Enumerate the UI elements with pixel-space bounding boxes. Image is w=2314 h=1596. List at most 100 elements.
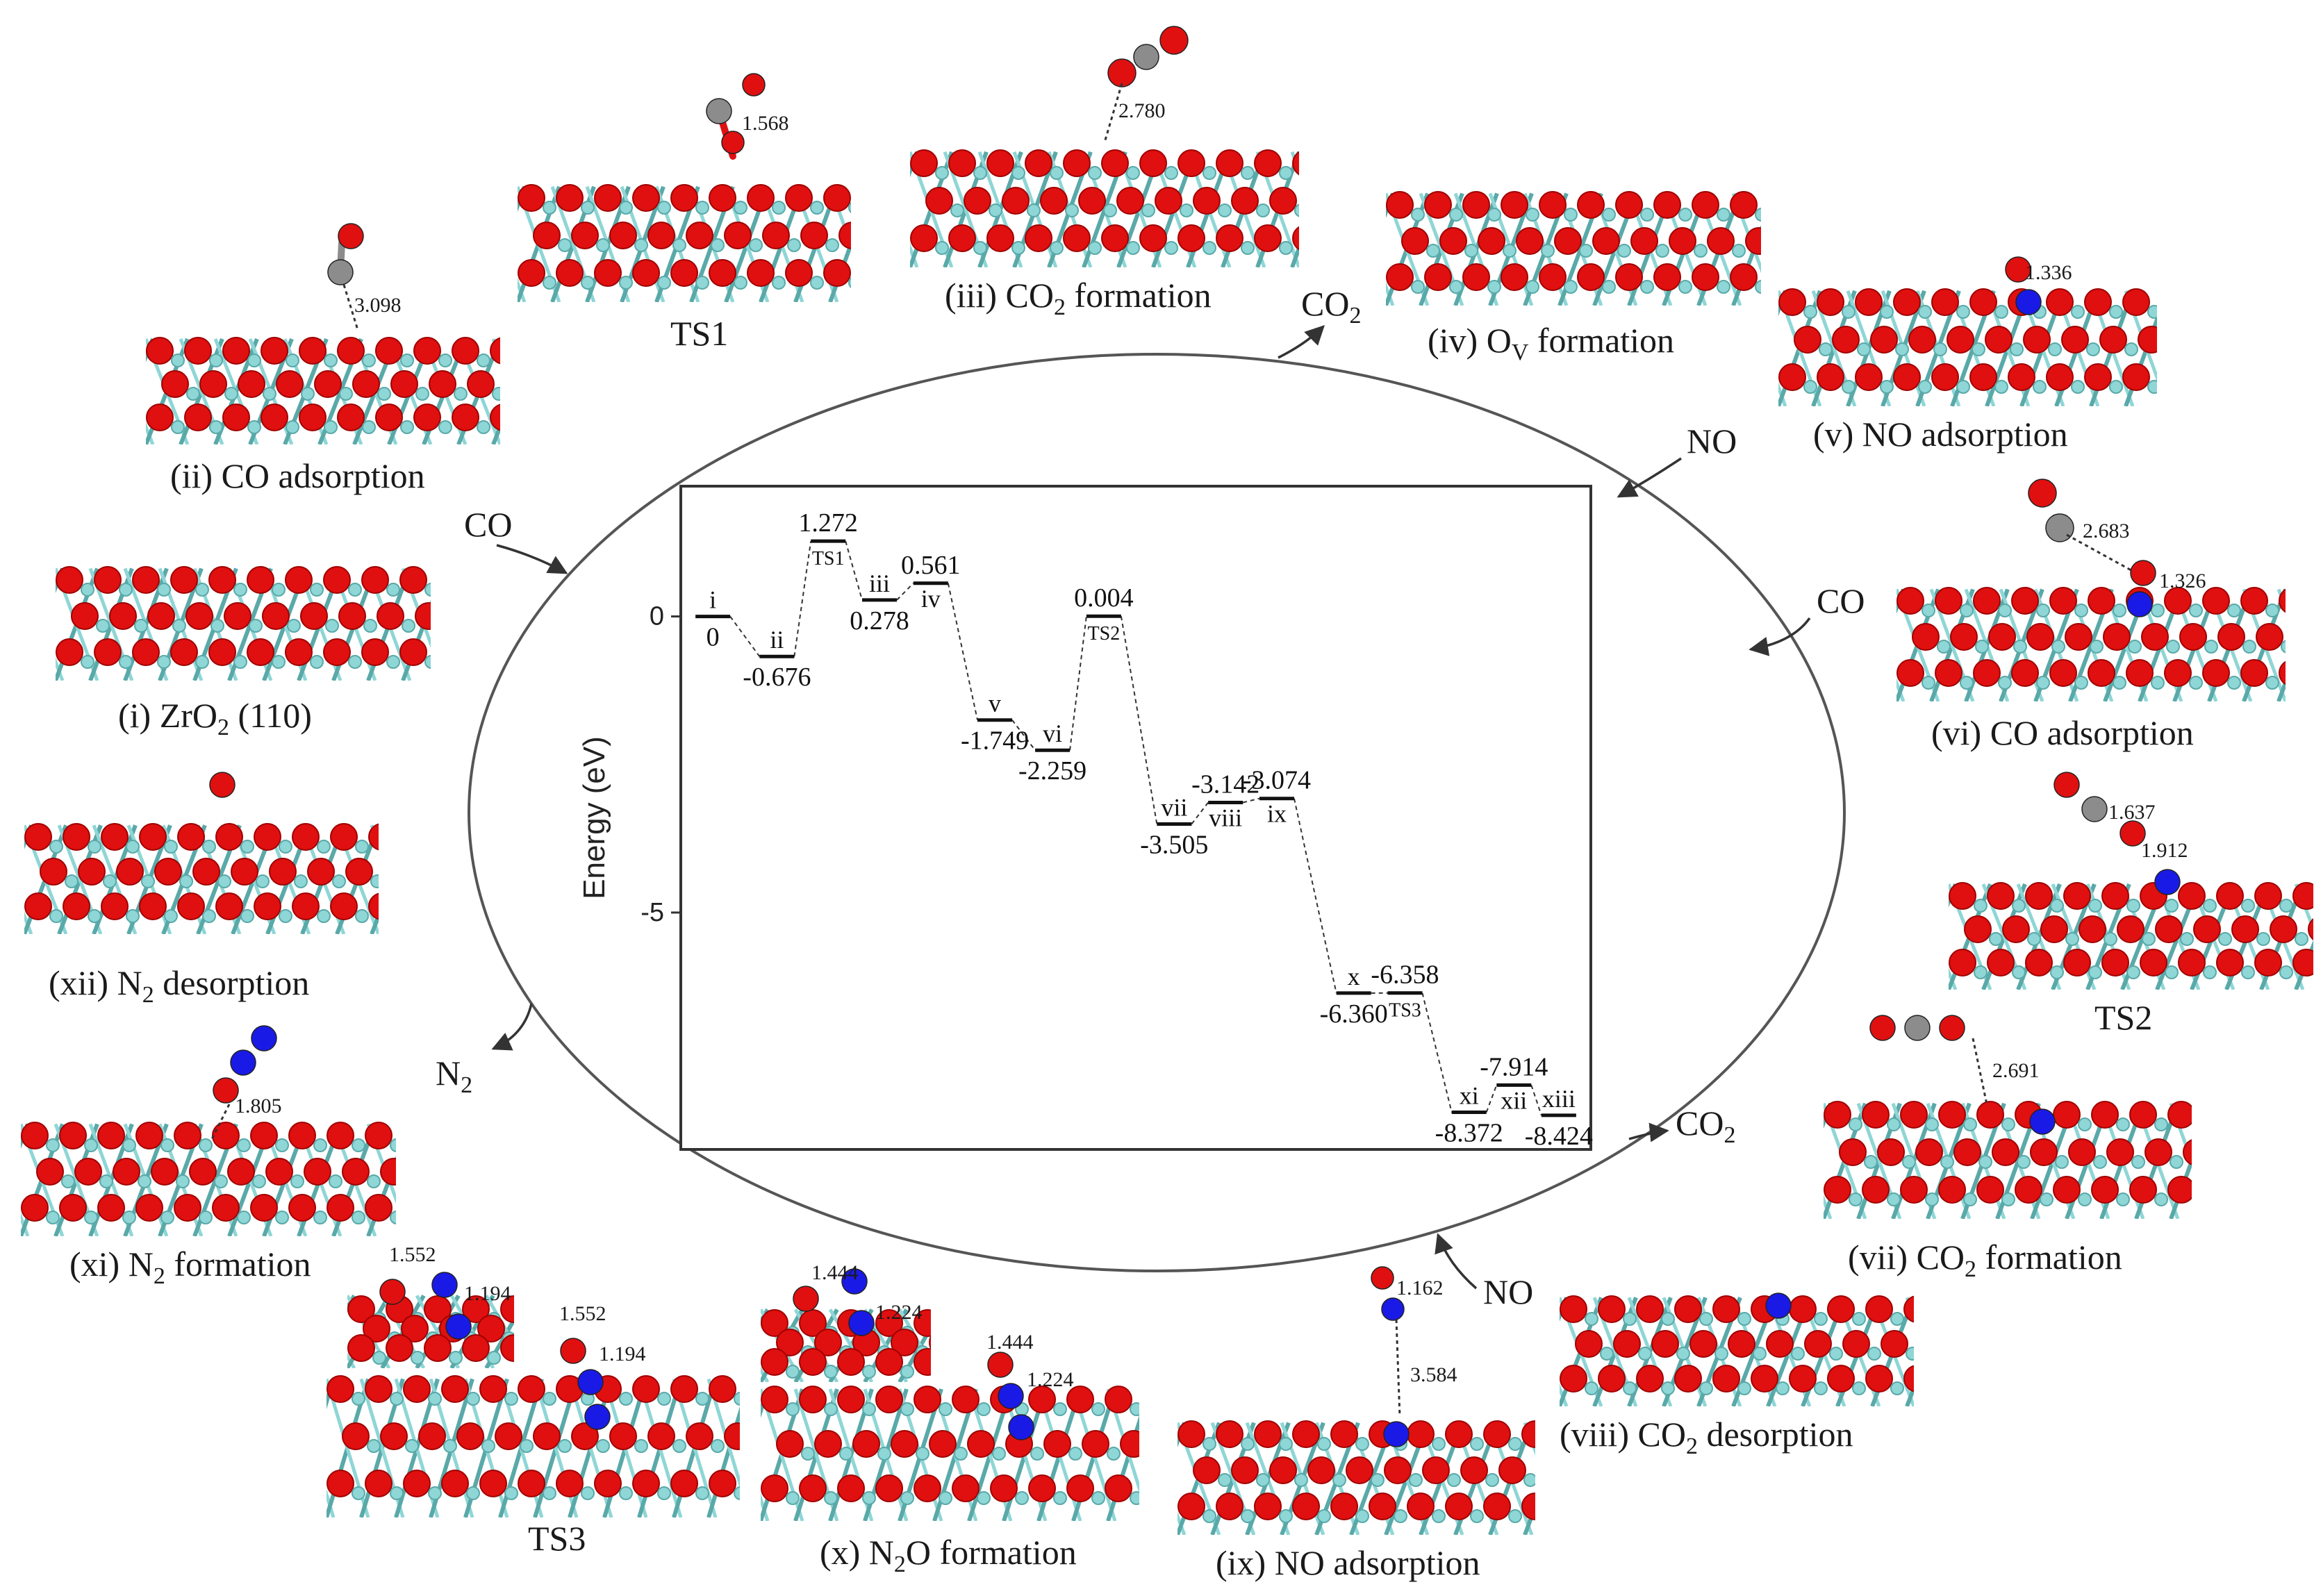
- adsorbate-molecule: [2028, 479, 2057, 508]
- energy-value-label: -3.074: [1243, 766, 1311, 795]
- flow-arrow: [1435, 1233, 1478, 1290]
- y-axis-label: Energy (eV): [577, 736, 611, 899]
- slab-structures: [21, 26, 2313, 1535]
- zro2-slab-structure: [518, 184, 851, 302]
- energy-value-label: -1.749: [961, 726, 1029, 756]
- flow-arrow: [1278, 325, 1325, 359]
- adsorbate-molecule: [2005, 256, 2031, 283]
- adsorbate-molecule: [1904, 1015, 1931, 1041]
- connector-line: [1120, 616, 1158, 824]
- flow-arrow: [496, 544, 568, 574]
- adsorbate-molecule: [706, 98, 732, 124]
- state-label: v: [989, 690, 1001, 717]
- adsorbate-molecule: [2081, 796, 2108, 822]
- adsorbate-molecule: [2130, 560, 2156, 586]
- adsorbate-molecule: [560, 1338, 586, 1364]
- adsorbate-molecule: [987, 1352, 1014, 1378]
- adsorbate-molecule: [998, 1383, 1024, 1409]
- energy-value-label: -7.914: [1480, 1052, 1548, 1081]
- zro2-slab-structure: [1560, 1295, 1914, 1406]
- zro2-slab-structure: [24, 823, 379, 934]
- connector-line: [1530, 1085, 1542, 1116]
- adsorbate-molecule: [2154, 869, 2181, 895]
- adsorbate-molecule: [2029, 1108, 2056, 1135]
- adsorbate-molecule: [841, 1268, 868, 1295]
- adsorbate-molecule: [1869, 1015, 1896, 1041]
- state-label: vi: [1043, 720, 1062, 747]
- adsorbate-molecule: [445, 1313, 472, 1340]
- cycle-ellipse: [468, 353, 1846, 1272]
- adsorbate-molecule: [2015, 289, 2042, 315]
- energy-value-label: 0.278: [850, 606, 909, 635]
- connector-line: [793, 540, 812, 657]
- energy-value-label: -0.676: [743, 663, 811, 692]
- energy-value-label: -2.259: [1018, 756, 1086, 785]
- adsorbate-molecule: [379, 1279, 406, 1305]
- energy-value-label: 0: [706, 623, 720, 652]
- state-label: iii: [869, 570, 890, 597]
- connector-line: [947, 583, 979, 720]
- y-tick-label: -5: [641, 898, 664, 927]
- zro2-slab-structure: [21, 1122, 396, 1236]
- zro2-slab-structure: [1949, 882, 2313, 990]
- zro2-slab-structure: [1778, 288, 2157, 406]
- connector-line: [1293, 798, 1337, 994]
- adsorbate-molecule: [1939, 1015, 1965, 1041]
- adsorbate-molecule: [2126, 591, 2153, 617]
- zro2-slab-structure: [1824, 1101, 2192, 1219]
- adsorbate-molecule: [1371, 1266, 1394, 1290]
- energy-value-label: 1.272: [798, 508, 858, 538]
- adsorbate-molecule: [1383, 1421, 1410, 1447]
- adsorbate-molecule: [230, 1049, 256, 1076]
- zro2-slab-structure: [761, 1386, 1139, 1521]
- state-label: viii: [1209, 804, 1242, 832]
- state-label: ii: [770, 626, 784, 654]
- adsorbate-molecule: [2053, 772, 2080, 798]
- adsorbate-molecule: [742, 73, 766, 97]
- adsorbate-molecule: [209, 772, 235, 798]
- state-label: TS2: [1088, 623, 1121, 645]
- state-label: ix: [1267, 800, 1287, 828]
- adsorbate-molecule: [1159, 26, 1189, 55]
- connector-line: [1011, 720, 1036, 751]
- adsorbate-molecule: [213, 1077, 239, 1104]
- state-label: vii: [1161, 793, 1187, 821]
- energy-value-label: -8.424: [1525, 1122, 1593, 1151]
- adsorbate-molecule: [848, 1310, 875, 1336]
- state-label: iv: [921, 585, 941, 613]
- connector-line: [729, 615, 761, 657]
- zro2-slab-structure: [327, 1375, 740, 1518]
- zro2-slab-structure: [1386, 191, 1761, 306]
- adsorbate-molecule: [1133, 44, 1159, 70]
- adsorbate-molecule: [2045, 513, 2074, 542]
- adsorbate-molecule: [1008, 1414, 1034, 1440]
- flow-arrow: [1749, 617, 1811, 656]
- flow-arrow: [1617, 457, 1682, 498]
- adsorbate-molecule: [721, 131, 745, 154]
- adsorbate-molecule: [584, 1404, 611, 1430]
- zro2-slab-structure: [1896, 587, 2286, 701]
- zro2-slab-structure: [1177, 1420, 1535, 1535]
- zro2-slab-structure: [56, 566, 431, 681]
- state-label: xii: [1501, 1086, 1527, 1114]
- energy-value-label: -8.372: [1435, 1118, 1503, 1147]
- adsorbate-molecule: [431, 1272, 458, 1298]
- connector-line: [1485, 1085, 1498, 1113]
- state-label: i: [709, 586, 716, 614]
- adsorbate-molecule: [577, 1369, 604, 1395]
- energy-value-label: -3.505: [1140, 830, 1208, 859]
- adsorbate-molecule: [338, 223, 364, 249]
- energy-value-label: -6.358: [1371, 961, 1439, 990]
- adsorbate-molecule: [2119, 820, 2146, 847]
- y-tick-label: 0: [650, 602, 664, 631]
- adsorbate-molecule: [1107, 58, 1137, 88]
- connector-line: [1421, 992, 1453, 1113]
- zro2-slab-structure: [910, 149, 1299, 267]
- adsorbate-molecule: [251, 1025, 277, 1051]
- adsorbate-molecule: [327, 259, 354, 285]
- state-label: x: [1348, 963, 1360, 990]
- state-label: xi: [1460, 1081, 1479, 1109]
- connector-line: [1242, 797, 1260, 804]
